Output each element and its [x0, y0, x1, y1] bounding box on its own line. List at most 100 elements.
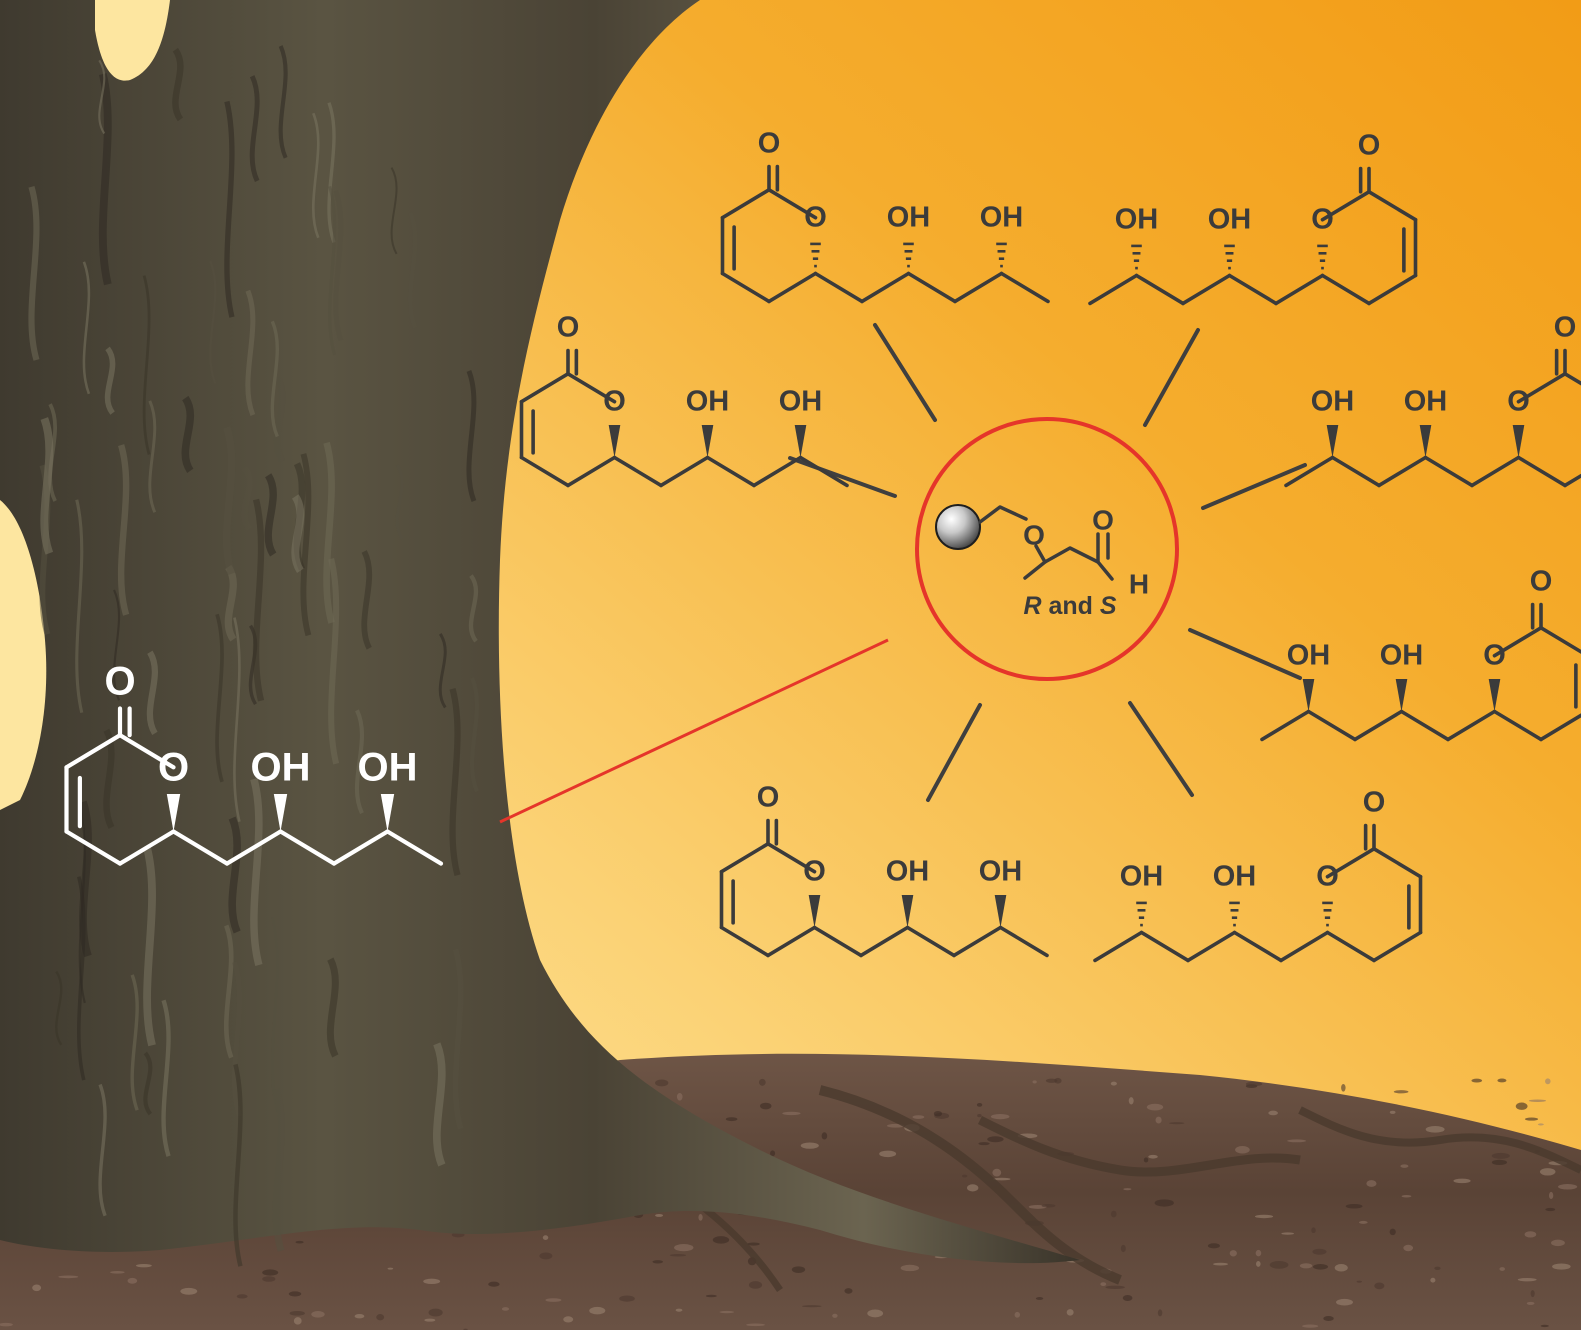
soil-speck	[1256, 1260, 1261, 1267]
hydroxyl-label: OH	[1213, 861, 1257, 893]
soil-speck	[1528, 1099, 1547, 1102]
hash-bond-top-right-2	[1131, 244, 1142, 270]
center-building-block: O O H R and S	[935, 504, 1149, 620]
bond-lower-right-4	[1539, 713, 1581, 742]
soil-speck	[1545, 1078, 1551, 1085]
soil-speck	[1537, 1123, 1544, 1126]
soil-speck	[1403, 1244, 1414, 1252]
ring-oxygen-label: O	[803, 856, 826, 888]
bark-streak	[449, 687, 461, 877]
soil-speck	[1313, 1264, 1329, 1270]
bond-lower-right-2	[1539, 625, 1581, 654]
soil-speck	[295, 1240, 304, 1244]
hydroxyl-label: OH	[1287, 640, 1331, 672]
bond-lower-right-8	[1353, 709, 1404, 742]
soil-speck	[110, 1270, 125, 1274]
bond-bottom-right-9	[1139, 930, 1190, 963]
bark-streak	[117, 444, 130, 616]
bond-left-8	[705, 455, 756, 488]
solid-support-bead-icon	[935, 504, 981, 550]
soil-speck	[1110, 1081, 1117, 1086]
soil-speck	[619, 1295, 635, 1302]
soil-speck	[127, 1277, 138, 1284]
bark-streak	[55, 970, 63, 1046]
hydroxyl-label: OH	[887, 202, 931, 234]
soil-speck	[1066, 1309, 1074, 1316]
soil-speck	[1358, 1220, 1368, 1224]
soil-speck	[993, 1177, 1011, 1181]
soil-speck	[545, 1298, 562, 1302]
bark-streak	[98, 73, 112, 286]
soil-speck	[32, 1284, 42, 1292]
bark-streak	[250, 778, 263, 966]
bonds-right	[1284, 348, 1581, 488]
soil-speck	[236, 1294, 248, 1299]
wedge-bond-right-2	[1326, 424, 1339, 458]
carbonyl-oxygen-label: O	[1530, 565, 1553, 597]
bark-streak	[291, 494, 305, 573]
soil-speck	[712, 1236, 730, 1244]
soil-speck	[725, 1117, 738, 1122]
bond-lower-right-5	[1492, 709, 1543, 742]
soil-speck	[1213, 1262, 1229, 1266]
soil-speck	[1491, 1159, 1508, 1166]
bond-top-right-9	[1134, 273, 1185, 306]
soil-speck	[912, 1115, 925, 1119]
bond-left-6	[612, 455, 663, 488]
bark-streak	[469, 677, 479, 793]
bark-streak	[452, 948, 464, 1130]
bark-streak	[407, 211, 418, 329]
bark-streak	[209, 260, 217, 384]
soil-speck	[1548, 1191, 1554, 1200]
bond-left-4	[519, 455, 570, 488]
bark-streak	[142, 275, 151, 455]
bond-top-left-4	[720, 271, 771, 304]
hydroxyl-label: OH	[980, 202, 1024, 234]
bark-streak	[270, 320, 280, 438]
ring-oxygen-label: O	[1311, 204, 1334, 236]
bark-streak	[222, 426, 236, 575]
soil-speck	[987, 1136, 1004, 1143]
hash-bond-top-right-1	[1224, 244, 1235, 270]
bark-streak	[112, 589, 121, 701]
bark-streak	[224, 100, 235, 318]
soil-speck	[387, 1267, 394, 1270]
soil-speck	[976, 1102, 983, 1107]
connector-lines	[788, 323, 1307, 802]
soil-speck	[1524, 1117, 1539, 1121]
bond-top-right-1	[1320, 190, 1371, 222]
soil-speck	[782, 1111, 801, 1116]
soil-speck	[879, 1150, 897, 1158]
soil-speck	[1530, 1290, 1535, 1298]
soil-speck	[1155, 1116, 1162, 1124]
bark-streak	[223, 924, 234, 1059]
bark-streak	[40, 417, 54, 555]
bond-bottom-left-4	[719, 925, 770, 958]
soil-speck	[428, 1308, 443, 1317]
bark-streak	[361, 550, 373, 650]
bark-streak	[278, 45, 288, 159]
bond-left-10	[798, 455, 849, 488]
r-label: R	[1023, 592, 1041, 620]
connector-line-top-right	[1143, 328, 1200, 427]
wedge-bond-right-0	[1512, 424, 1525, 458]
connector-line-lower-right	[1188, 628, 1302, 680]
soil-speck	[1143, 1157, 1149, 1163]
hash-bond-bottom-right-0	[1322, 901, 1333, 927]
bond-bottom-left-7	[859, 925, 910, 958]
tree-trunk-photo	[0, 0, 1080, 1264]
bond-right-7	[1423, 455, 1474, 488]
soil-speck	[1281, 1232, 1295, 1235]
soil-speck	[800, 1142, 819, 1149]
soil-speck	[770, 1150, 776, 1157]
bonds-natural-product	[64, 706, 444, 866]
soil-speck	[1157, 1309, 1163, 1317]
bond-top-left-7	[860, 271, 911, 304]
bark-streak	[311, 112, 320, 239]
bond-left-1	[566, 371, 617, 404]
bark-streak	[233, 617, 241, 822]
soil-speck	[746, 1323, 765, 1327]
tree-gap-top	[95, 0, 170, 81]
